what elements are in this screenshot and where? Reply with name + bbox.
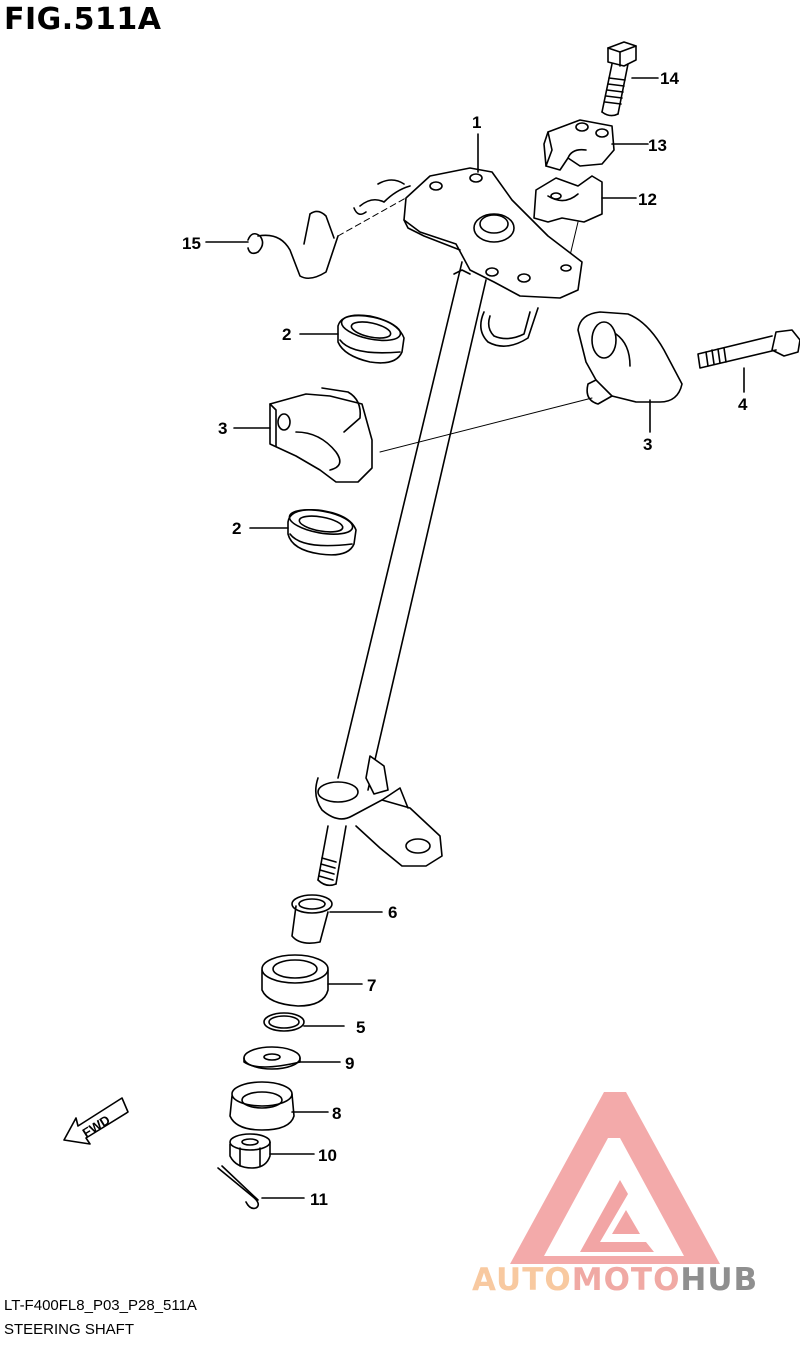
callout-13: 13 bbox=[648, 136, 667, 155]
callout-7: 7 bbox=[367, 976, 376, 995]
part-6-bushing bbox=[291, 894, 333, 944]
callout-8: 8 bbox=[332, 1104, 341, 1123]
part-15-clip bbox=[247, 179, 411, 280]
callout-2a: 2 bbox=[282, 325, 291, 344]
callout-1: 1 bbox=[472, 113, 481, 132]
part-1-steering-shaft bbox=[314, 167, 583, 887]
brand-hub: HUB bbox=[680, 1262, 759, 1298]
callout-2b: 2 bbox=[232, 519, 241, 538]
footer: LT-F400FL8_P03_P28_511A STEERING SHAFT bbox=[4, 1294, 197, 1342]
watermark-brand: AUTOMOTOHUB bbox=[472, 1262, 758, 1298]
figure-title: FIG.511A bbox=[4, 2, 162, 37]
part-9-washer bbox=[243, 1046, 301, 1070]
part-7-bearing bbox=[261, 954, 329, 1007]
callout-10: 10 bbox=[318, 1146, 337, 1165]
part-3-shaft-holder-left bbox=[269, 387, 373, 483]
callout-3a: 3 bbox=[218, 419, 227, 438]
callout-9: 9 bbox=[345, 1054, 354, 1073]
callout-12: 12 bbox=[638, 190, 657, 209]
part-14-bolt bbox=[601, 41, 637, 117]
part-3-shaft-holder-right bbox=[577, 311, 683, 405]
part-11-cotter-pin bbox=[217, 1165, 260, 1210]
fwd-arrow-icon bbox=[63, 1097, 129, 1145]
part-2-lower-bushing bbox=[287, 508, 357, 556]
part-10-nut bbox=[229, 1133, 271, 1169]
brand-auto: AUTO bbox=[472, 1262, 572, 1298]
callout-6: 6 bbox=[388, 903, 397, 922]
part-12-handlebar-holder-lower bbox=[533, 175, 603, 223]
watermark-logo-icon bbox=[510, 1092, 720, 1264]
callout-4: 4 bbox=[738, 395, 748, 414]
diagram-caption: STEERING SHAFT bbox=[4, 1321, 135, 1338]
diagram-code: LT-F400FL8_P03_P28_511A bbox=[4, 1297, 197, 1314]
callout-15: 15 bbox=[182, 234, 201, 253]
callout-14: 14 bbox=[660, 69, 679, 88]
callout-11: 11 bbox=[310, 1190, 328, 1209]
part-5-o-ring bbox=[263, 1012, 305, 1032]
part-4-bolt bbox=[697, 329, 800, 369]
callout-3b: 3 bbox=[643, 435, 652, 454]
callout-5: 5 bbox=[356, 1018, 365, 1037]
part-2-upper-bushing bbox=[337, 314, 405, 364]
part-8-bearing-cup bbox=[229, 1081, 295, 1131]
brand-moto: MOTO bbox=[571, 1262, 681, 1298]
part-13-handlebar-holder-upper bbox=[543, 119, 615, 171]
